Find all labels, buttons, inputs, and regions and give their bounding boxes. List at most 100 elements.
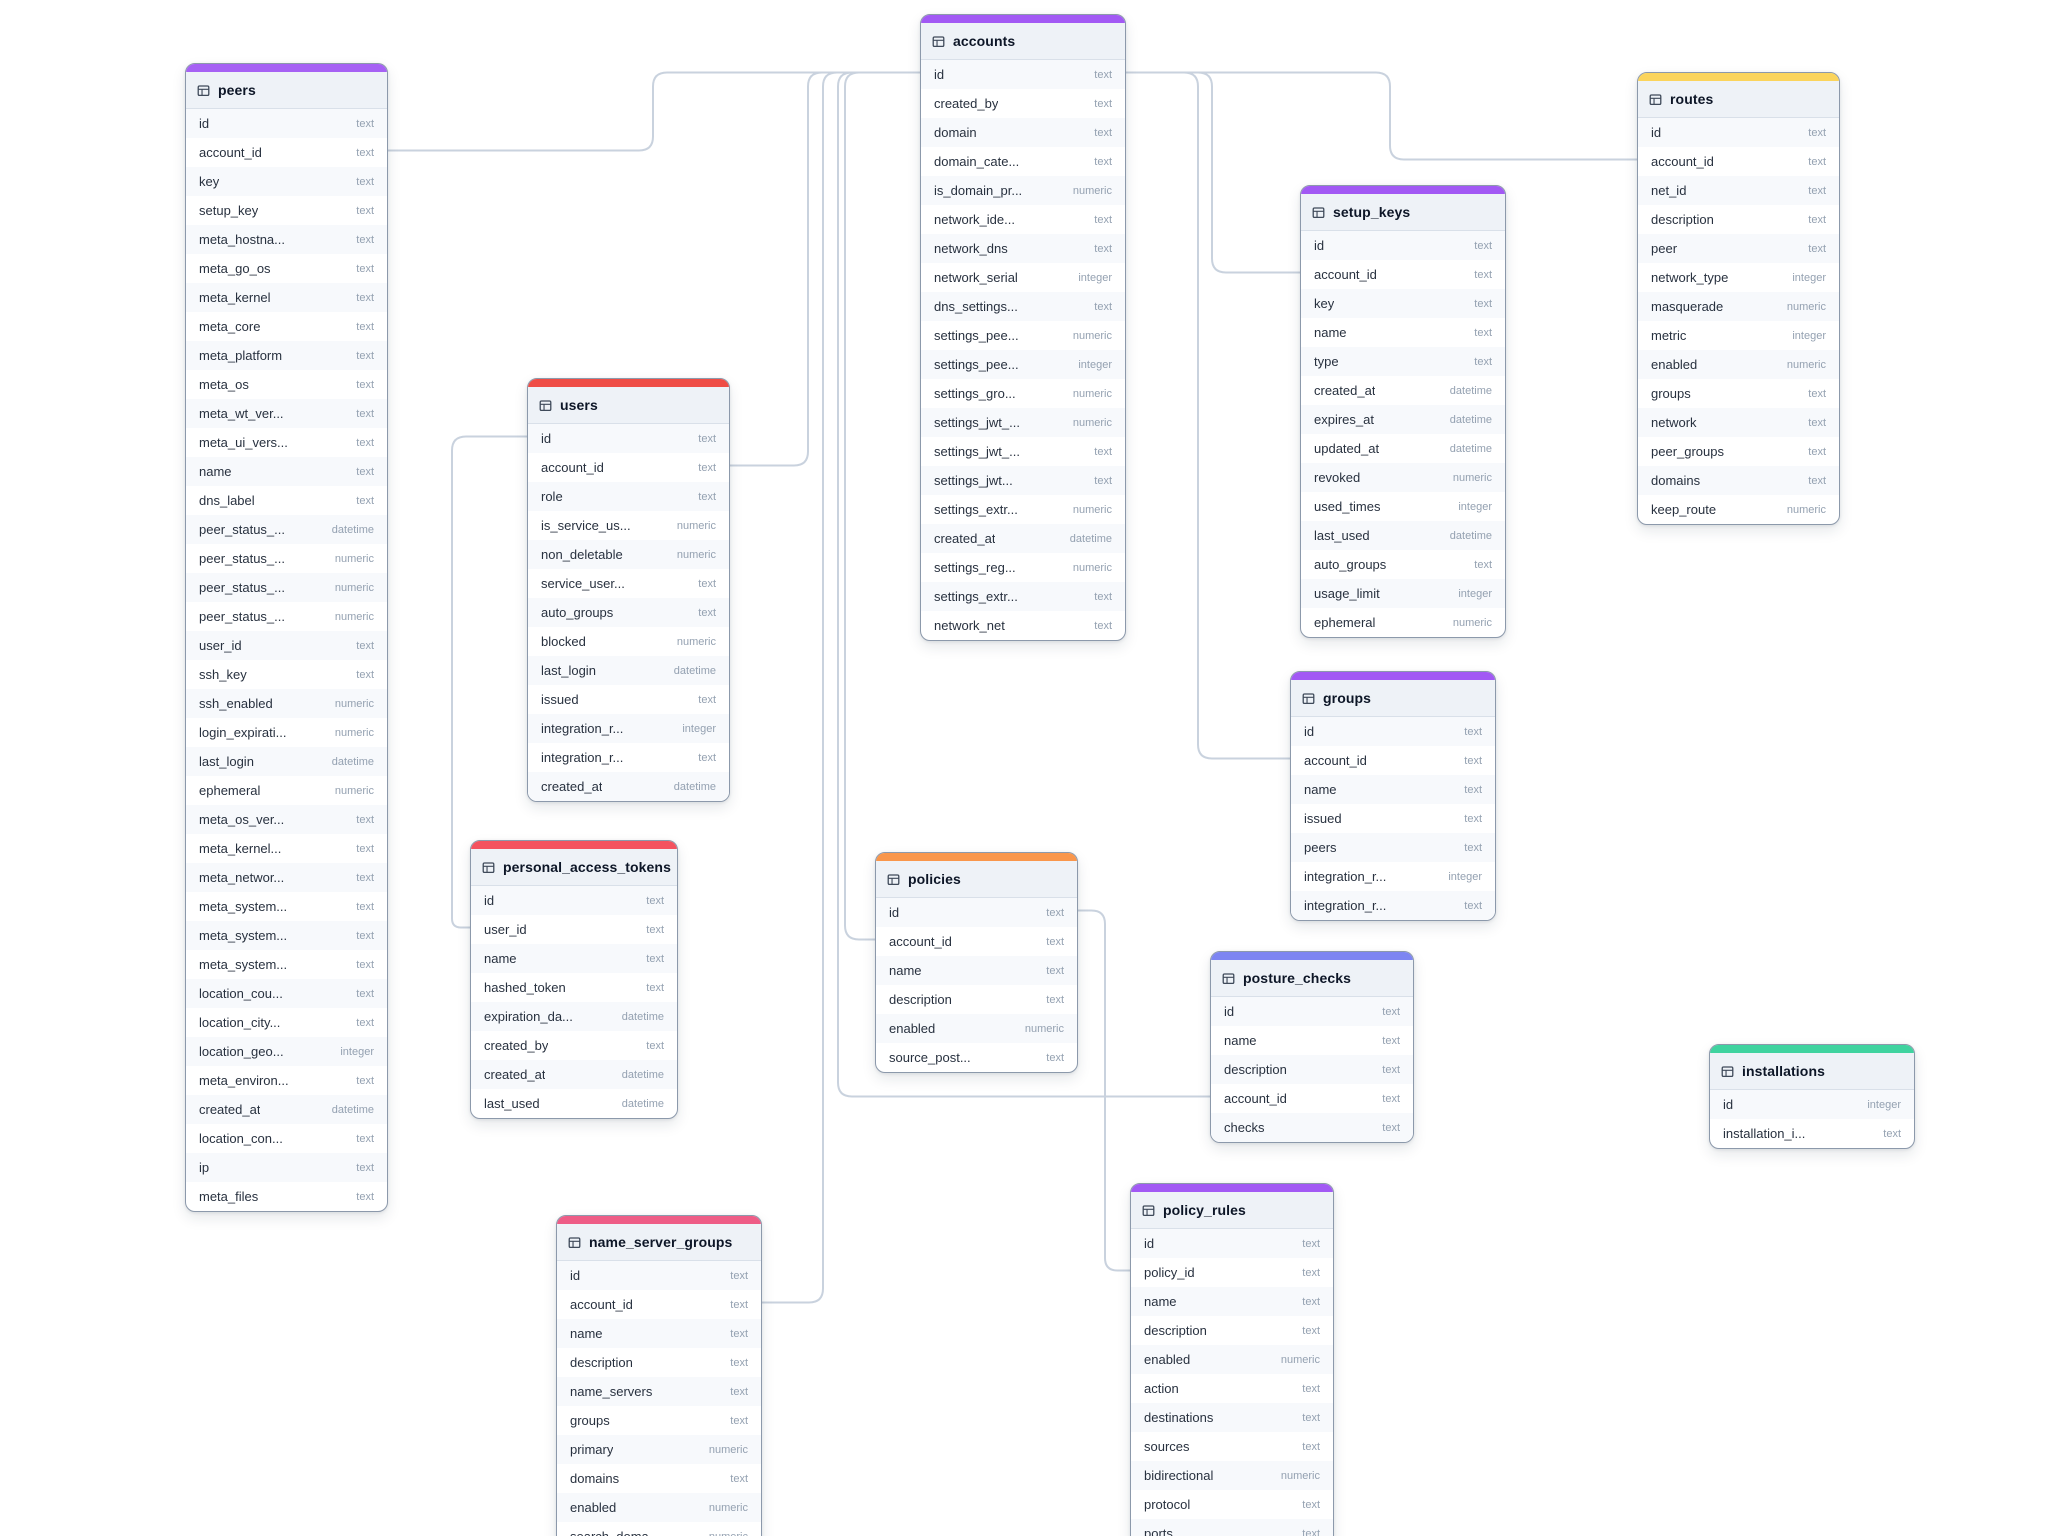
table-header[interactable]: policy_rules xyxy=(1131,1192,1333,1229)
table-icon xyxy=(568,1236,581,1249)
table-header[interactable]: peers xyxy=(186,72,387,109)
field-type: text xyxy=(698,577,716,590)
field-name: meta_wt_ver... xyxy=(199,406,284,421)
table-header[interactable]: installations xyxy=(1710,1053,1914,1090)
table-row: service_user...text xyxy=(528,569,729,598)
table-header[interactable]: setup_keys xyxy=(1301,194,1505,231)
table-accent-bar xyxy=(1301,186,1505,194)
field-type: text xyxy=(1464,783,1482,796)
field-name: settings_gro... xyxy=(934,386,1016,401)
field-name: groups xyxy=(570,1413,610,1428)
table-row: meta_ui_vers...text xyxy=(186,428,387,457)
field-type: text xyxy=(356,813,374,826)
table-header[interactable]: policies xyxy=(876,861,1077,898)
table-header[interactable]: accounts xyxy=(921,23,1125,60)
table-row: settings_jwt_...text xyxy=(921,437,1125,466)
table-row: meta_hostna...text xyxy=(186,225,387,254)
table-header[interactable]: name_server_groups xyxy=(557,1224,761,1261)
field-name: meta_hostna... xyxy=(199,232,285,247)
table-accent-bar xyxy=(471,841,677,849)
table-header[interactable]: personal_access_tokens xyxy=(471,849,677,886)
field-type: numeric xyxy=(1072,416,1112,429)
table-row: expiration_da...datetime xyxy=(471,1002,677,1031)
field-type: text xyxy=(646,981,664,994)
field-name: id xyxy=(1651,125,1662,140)
field-type: text xyxy=(1808,155,1826,168)
field-name: name xyxy=(199,464,232,479)
table-icon xyxy=(1312,206,1325,219)
field-name: last_used xyxy=(484,1096,540,1111)
field-name: is_service_us... xyxy=(541,518,631,533)
field-name: name xyxy=(570,1326,603,1341)
table-icon xyxy=(197,84,210,97)
table-accent-bar xyxy=(1211,952,1413,960)
field-name: blocked xyxy=(541,634,586,649)
field-type: numeric xyxy=(1072,329,1112,342)
table-header[interactable]: users xyxy=(528,387,729,424)
field-name: type xyxy=(1314,354,1339,369)
table-row: meta_system...text xyxy=(186,921,387,950)
field-type: text xyxy=(1474,355,1492,368)
field-type: text xyxy=(356,494,374,507)
table-row: login_expirati...numeric xyxy=(186,718,387,747)
field-type: text xyxy=(730,1356,748,1369)
field-type: datetime xyxy=(1449,384,1492,397)
table-title: setup_keys xyxy=(1333,204,1411,220)
field-type: text xyxy=(1046,964,1064,977)
relationship-line-setup_keys-accounts xyxy=(1125,71,1301,274)
table-row: settings_pee...numeric xyxy=(921,321,1125,350)
table-title: policy_rules xyxy=(1163,1202,1246,1218)
field-name: action xyxy=(1144,1381,1179,1396)
field-type: text xyxy=(356,1074,374,1087)
table-row: location_city...text xyxy=(186,1008,387,1037)
field-name: peer_status_... xyxy=(199,609,285,624)
field-type: numeric xyxy=(334,726,374,739)
field-name: description xyxy=(570,1355,633,1370)
field-name: ports xyxy=(1144,1526,1173,1536)
table-header[interactable]: routes xyxy=(1638,81,1839,118)
field-type: numeric xyxy=(676,548,716,561)
field-name: domain_cate... xyxy=(934,154,1020,169)
table-header[interactable]: groups xyxy=(1291,680,1495,717)
table-row: integration_r...text xyxy=(1291,891,1495,920)
field-name: settings_pee... xyxy=(934,357,1019,372)
field-name: integration_r... xyxy=(541,721,624,736)
field-name: account_id xyxy=(1314,267,1377,282)
field-type: datetime xyxy=(331,755,374,768)
field-name: setup_key xyxy=(199,203,259,218)
field-name: settings_extr... xyxy=(934,589,1018,604)
field-type: numeric xyxy=(1280,1469,1320,1482)
table-header[interactable]: posture_checks xyxy=(1211,960,1413,997)
field-type: text xyxy=(356,639,374,652)
field-type: numeric xyxy=(1786,358,1826,371)
